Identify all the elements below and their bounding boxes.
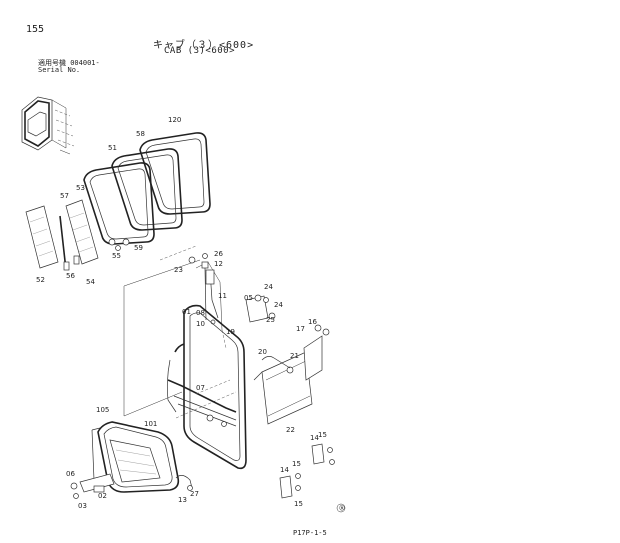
- callout: 24: [274, 301, 283, 309]
- hook-parts: [175, 475, 193, 491]
- callout: 06: [66, 470, 75, 478]
- callout: 101: [144, 420, 157, 428]
- callout: 57: [60, 192, 69, 200]
- callout: 56: [66, 272, 75, 280]
- callout: 52: [36, 276, 45, 284]
- callout: 07: [196, 384, 205, 392]
- title-japanese: キャブ（３）<600>: [153, 40, 255, 51]
- registered-mark: ®: [339, 505, 346, 513]
- callout: 27: [190, 490, 199, 498]
- window-gaskets: [83, 132, 211, 245]
- callout: 51: [108, 144, 117, 152]
- callout: 20: [258, 348, 267, 356]
- callout: 53: [76, 184, 85, 192]
- door-handle: [70, 473, 115, 499]
- door-frame: [166, 304, 247, 470]
- callout: 05: [244, 294, 253, 302]
- callout: 15: [294, 500, 303, 508]
- callout: 12: [214, 260, 223, 268]
- callout: 26: [214, 250, 223, 258]
- title-english: CAB (3)<600>: [164, 46, 236, 56]
- callout: 14: [280, 466, 289, 474]
- callout: 13: [178, 496, 187, 504]
- callout: 15: [292, 460, 301, 468]
- callout: 59: [134, 244, 143, 252]
- callout: 15: [318, 431, 327, 439]
- callout: 21: [290, 352, 299, 360]
- callout: 120: [168, 116, 181, 124]
- callout: 105: [96, 406, 109, 414]
- serial-label-japanese: 適用号機 004001-: [38, 59, 100, 67]
- callout: 11: [218, 292, 227, 300]
- callout: 58: [136, 130, 145, 138]
- hinges: [279, 443, 335, 499]
- callout: 22: [286, 426, 295, 434]
- callout: 54: [86, 278, 95, 286]
- cab-thumbnail: [21, 96, 75, 155]
- lock-bracket: [245, 294, 276, 323]
- callout: 55: [112, 252, 121, 260]
- small-fasteners: [108, 238, 130, 251]
- callout: 16: [308, 318, 317, 326]
- serial-label-english: Serial No.: [38, 66, 81, 74]
- callout: 10: [196, 320, 205, 328]
- callout: 03: [78, 502, 87, 510]
- callout: 17: [296, 325, 305, 333]
- page-number: 155: [26, 24, 45, 35]
- callout: 01: [182, 308, 191, 316]
- callout: 14: [310, 434, 319, 442]
- callout: 19: [226, 328, 235, 336]
- callout: 25: [266, 316, 275, 324]
- callout: 02: [98, 492, 107, 500]
- glass-panes: [25, 199, 99, 271]
- callout: 24: [264, 283, 273, 291]
- lower-window: [91, 421, 180, 493]
- mounting-plate: [253, 351, 313, 425]
- callout: 08: [196, 309, 205, 317]
- callout: 23: [174, 266, 183, 274]
- callout-labels: 120 58 51 57 53 55 59 52 56 54 26 23 12 …: [36, 116, 327, 510]
- side-panel: [303, 324, 330, 381]
- drawing-code: P17P-1-5: [293, 529, 327, 537]
